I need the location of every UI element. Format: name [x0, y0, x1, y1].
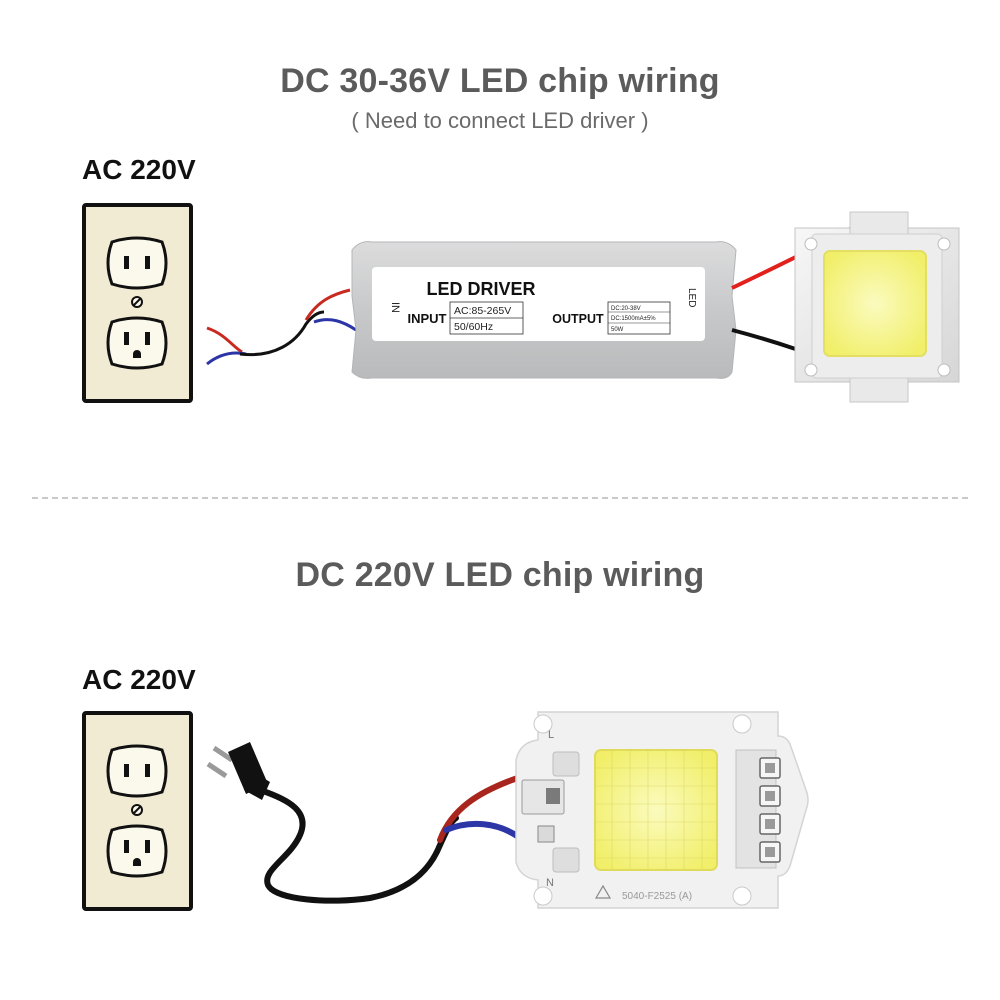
led-grid	[595, 750, 717, 870]
pin-n-label: N	[546, 877, 554, 889]
socket-upper-icon	[106, 236, 168, 290]
driver-output-current: DC:1500mA±5%	[611, 316, 656, 322]
driver-output-voltage: DC:20-38V	[611, 306, 641, 312]
ac-label-bottom: AC 220V	[82, 664, 196, 695]
driver-input-freq: 50/60Hz	[454, 321, 493, 333]
driver-name: LED DRIVER	[426, 279, 535, 299]
title-dc-220v: DC 220V LED chip wiring	[295, 556, 705, 594]
driver-output-power: 50W	[611, 327, 624, 333]
driver-output-label: OUTPUT	[552, 312, 604, 326]
screw-icon	[131, 296, 143, 308]
screw-icon	[131, 804, 143, 816]
driver-input-voltage: AC:85-265V	[454, 305, 511, 317]
driver-led-label: LED	[686, 288, 697, 307]
driver-input-label: INPUT	[408, 311, 447, 326]
chip-code: 5040-F2525 (A)	[622, 891, 692, 902]
cob-led-chip-top	[794, 211, 960, 403]
wall-outlet-top	[82, 203, 193, 403]
socket-lower-icon	[106, 316, 168, 370]
warning-icon	[594, 884, 612, 899]
ac-cob-led-chip: L N 5040-F2525 (A)	[515, 711, 809, 909]
socket-lower-icon	[106, 824, 168, 878]
power-cord	[257, 763, 559, 904]
wall-outlet-bottom	[82, 711, 193, 911]
led-driver: IN LED DRIVER LED INPUT AC:85-265V 50/60…	[351, 241, 737, 379]
section-divider	[32, 497, 968, 499]
input-wires	[206, 288, 357, 366]
title-dc-30-36v: DC 30-36V LED chip wiring	[280, 62, 720, 100]
driver-in-label: IN	[389, 302, 401, 313]
driver-components	[735, 749, 781, 869]
subtitle-need-driver: ( Need to connect LED driver )	[351, 108, 649, 133]
ac-label-top: AC 220V	[82, 154, 196, 185]
socket-upper-icon	[106, 744, 168, 798]
pin-l-label: L	[548, 729, 554, 741]
